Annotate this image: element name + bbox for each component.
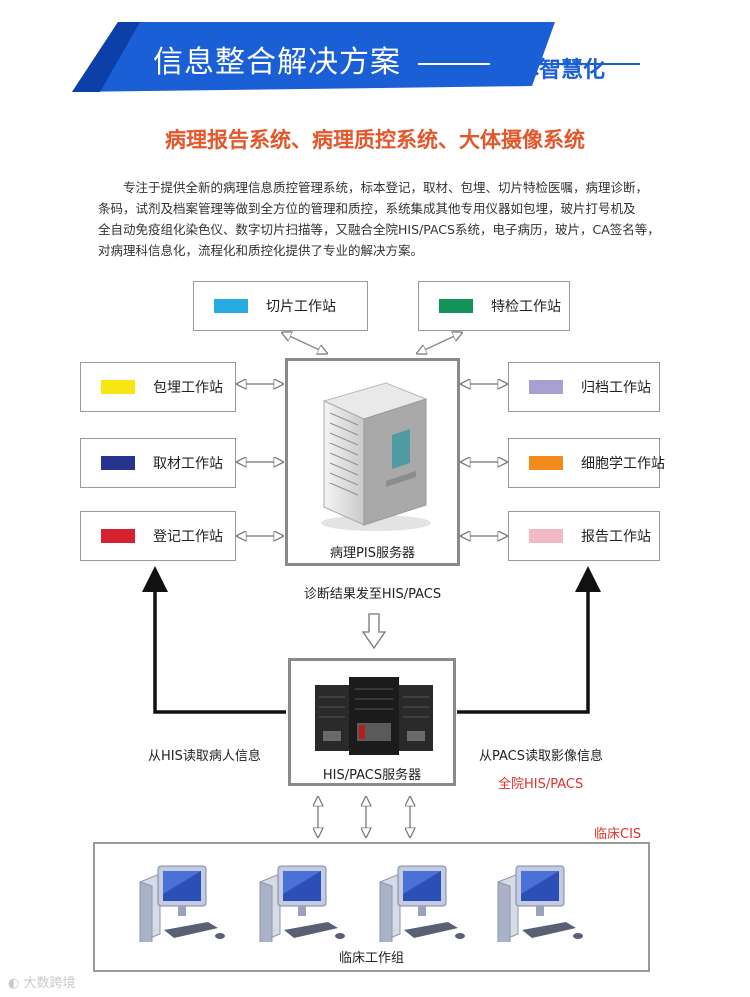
color-swatch — [529, 456, 563, 470]
station-label: 登记工作站 — [153, 529, 223, 545]
pis-server-label: 病理PIS服务器 — [330, 546, 415, 561]
color-swatch — [529, 529, 563, 543]
flow-arrow-right — [457, 588, 590, 714]
double-arrow-icon — [238, 333, 506, 836]
color-swatch — [101, 456, 135, 470]
clinical-cis-label: 临床CIS — [594, 827, 642, 842]
arrowhead-up-icon — [142, 566, 168, 592]
station-label: 特检工作站 — [491, 299, 561, 315]
read-patient-info-label: 从HIS读取病人信息 — [148, 749, 261, 764]
station-slicing[interactable]: 切片工作站 — [193, 281, 368, 331]
read-image-info-label: 从PACS读取影像信息 — [479, 749, 604, 764]
intro-line: 专注于提供全新的病理信息质控管理系统，标本登记，取材、包埋、切片特检医嘱，病理诊… — [123, 180, 649, 195]
desktop-computer-icon — [497, 865, 584, 942]
color-swatch — [439, 299, 473, 313]
station-registration[interactable]: 登记工作站 — [80, 511, 236, 561]
intro-line: 对病理科信息化，流程化和质控化提供了专业的解决方案。 — [98, 243, 424, 258]
header-banner — [72, 22, 640, 92]
desktop-computer-icon — [259, 865, 346, 942]
section-heading: 病理报告系统、病理质控系统、大体摄像系统 — [165, 128, 585, 152]
station-label: 取材工作站 — [153, 456, 223, 472]
color-swatch — [101, 380, 135, 394]
color-swatch — [101, 529, 135, 543]
clinical-workgroup-label: 临床工作组 — [338, 951, 404, 966]
pis-server[interactable]: 病理PIS服务器 — [285, 358, 460, 566]
station-embedding[interactable]: 包埋工作站 — [80, 362, 236, 412]
station-label: 归档工作站 — [581, 380, 651, 396]
flow-arrow-left — [153, 588, 286, 714]
station-label: 细胞学工作站 — [581, 456, 665, 472]
intro-line: 全自动免疫组化染色仪、数字切片扫描等，又融合全院HIS/PACS系统，电子病历，… — [98, 222, 660, 237]
intro-paragraph: 专注于提供全新的病理信息质控管理系统，标本登记，取材、包埋、切片特检医嘱，病理诊… — [98, 177, 698, 261]
rack-server-icon — [315, 677, 433, 755]
color-swatch — [529, 380, 563, 394]
station-label: 报告工作站 — [581, 529, 651, 545]
his-pacs-server-label: HIS/PACS服务器 — [322, 768, 422, 783]
watermark-icon: ◐ — [8, 976, 20, 991]
arrowhead-up-icon — [575, 566, 601, 592]
station-grossing[interactable]: 取材工作站 — [80, 438, 236, 488]
clinical-computers — [139, 865, 584, 942]
down-arrow-icon — [361, 613, 387, 650]
station-archive[interactable]: 归档工作站 — [508, 362, 660, 412]
desktop-computer-icon — [139, 865, 226, 942]
station-cytology[interactable]: 细胞学工作站 — [508, 438, 665, 488]
station-special-stain[interactable]: 特检工作站 — [418, 281, 570, 331]
send-results-label: 诊断结果发至HIS/PACS — [303, 587, 442, 602]
station-label: 切片工作站 — [266, 299, 336, 315]
color-swatch — [214, 299, 248, 313]
intro-line: 条码，试剂及档案管理等做到全方位的管理和质控，系统集成其他专用仪器如包埋，玻片打… — [98, 201, 636, 216]
tower-server-icon — [321, 382, 431, 531]
hospital-his-pacs-label: 全院HIS/PACS — [498, 777, 584, 792]
station-label: 包埋工作站 — [153, 380, 223, 396]
watermark-logo: ◐ 大数跨境 — [8, 972, 76, 991]
his-pacs-server[interactable]: HIS/PACS服务器 — [288, 658, 456, 786]
page-subtitle: 整体智慧化 — [495, 58, 606, 83]
watermark-text: 大数跨境 — [23, 976, 76, 991]
station-report[interactable]: 报告工作站 — [508, 511, 660, 561]
page-title: 信息整合解决方案 — [153, 45, 401, 80]
desktop-computer-icon — [379, 865, 466, 942]
